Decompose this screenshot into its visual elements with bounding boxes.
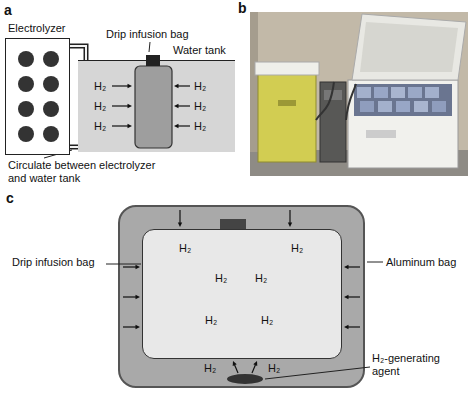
tube-core [70, 46, 86, 60]
arrow [123, 266, 136, 267]
node-illustration [6, 39, 69, 154]
box-heading: Water tank [173, 44, 226, 57]
infusion-bag [135, 66, 172, 148]
arrowhead [127, 124, 132, 128]
arrow [123, 296, 136, 297]
gas-label: H₂ [194, 100, 206, 113]
electrode-dot [43, 101, 59, 117]
electrode-dot [43, 76, 59, 92]
arrow [112, 85, 128, 86]
electrode-dot [18, 101, 34, 117]
tube-core [70, 146, 78, 148]
leader-line [367, 262, 383, 263]
arrow [178, 125, 190, 126]
box-heading: Electrolyzer [8, 22, 65, 35]
gas-label: H₂ [194, 120, 206, 133]
gas-label: H₂ [255, 272, 267, 285]
photo [250, 12, 468, 176]
arrow [112, 125, 128, 126]
arrowhead [288, 222, 292, 227]
arrow [289, 210, 290, 223]
arrow [252, 365, 255, 373]
callout-label: Drip infusion bag [106, 28, 189, 41]
gas-label: H₂ [94, 100, 106, 113]
callout-label: Drip infusion bag [12, 256, 95, 269]
drip-infusion-bag: H₂ H₂ H₂ H₂ H₂ H₂ [142, 229, 342, 359]
arrow [178, 105, 190, 106]
tube-connector [70, 46, 86, 60]
callout-label: Aluminum bag [386, 256, 456, 269]
gas-label: H₂ [205, 314, 217, 327]
leader-line [106, 264, 141, 265]
electrolyzer-box: Electrolyzer [5, 38, 70, 155]
arrowhead [174, 104, 179, 108]
arrowhead [253, 361, 257, 366]
aluminum-bag: H₂ H₂ H₂ H₂ H₂ H₂ H₂ H₂ [118, 205, 365, 388]
gas-label: H₂ [215, 272, 227, 285]
gas-label: H₂ [204, 362, 216, 375]
electrode-dot [43, 126, 59, 142]
leader-line [149, 42, 150, 52]
arrow [235, 365, 238, 373]
arrowhead [135, 265, 140, 269]
generating-agent [227, 374, 263, 384]
callout-label: H₂-generating agent [372, 352, 468, 378]
tube-connector [70, 147, 78, 148]
arrowhead [344, 295, 349, 299]
arrowhead [135, 325, 140, 329]
arrowhead [127, 84, 132, 88]
arrowhead [135, 295, 140, 299]
electrode-dot [18, 76, 34, 92]
arrow [348, 296, 360, 297]
bag-cap [146, 55, 160, 66]
panel-letter: c [6, 190, 14, 207]
gas-label: H₂ [261, 314, 273, 327]
gas-label: H₂ [94, 120, 106, 133]
tube-outline [70, 145, 78, 150]
leader-line [265, 367, 370, 379]
callout-label: Circulate between electrolyzer and water… [8, 159, 173, 185]
arrowhead [344, 325, 349, 329]
water-tank: Water tankH₂H₂H₂H₂H₂H₂ [78, 60, 235, 152]
arrowhead [127, 104, 132, 108]
arrow [348, 266, 360, 267]
tube-outline [70, 46, 86, 60]
electrode-dot [43, 51, 59, 67]
gas-label: H₂ [268, 362, 280, 375]
gas-label: H₂ [94, 80, 106, 93]
arrowhead [174, 84, 179, 88]
arrow [112, 105, 128, 106]
gas-label: H₂ [179, 242, 191, 255]
gas-label: H₂ [194, 80, 206, 93]
arrowhead [233, 361, 237, 366]
arrowhead [344, 265, 349, 269]
panel-letter: a [4, 2, 12, 19]
arrow [348, 326, 360, 327]
electrode-dot [18, 126, 34, 142]
gas-label: H₂ [291, 242, 303, 255]
electrode-dot [18, 51, 34, 67]
arrow [123, 326, 136, 327]
arrow [178, 85, 190, 86]
arrow [179, 210, 180, 223]
panel-letter: b [238, 0, 247, 17]
arrowhead [174, 124, 179, 128]
arrowhead [178, 222, 182, 227]
